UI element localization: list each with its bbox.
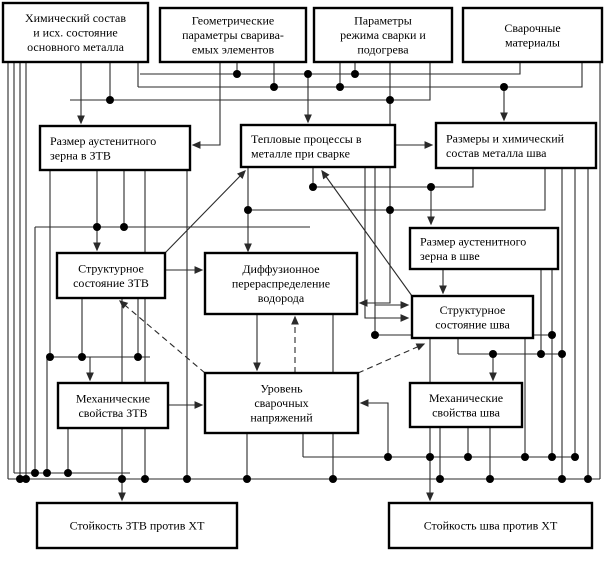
junction-dot: [548, 453, 556, 461]
junction-dot: [336, 83, 344, 91]
junction-dot: [558, 475, 566, 483]
edge-8: [138, 62, 583, 88]
junction-dot: [43, 469, 51, 477]
arrow-edge-68: [164, 170, 246, 254]
arrow-edge-12: [191, 62, 221, 149]
junction-dot: [106, 96, 114, 104]
junction-dot: [329, 475, 337, 483]
junction-dot: [16, 475, 24, 483]
junction-dot: [426, 453, 434, 461]
junction-dot: [537, 350, 545, 358]
junction-dot: [571, 453, 579, 461]
junction-dot: [489, 350, 497, 358]
arrow-edge-69: [321, 169, 413, 297]
edge-11: [70, 62, 431, 101]
node-label-weld-resistance-ct: Стойкость шва против ХТ: [424, 519, 558, 533]
junction-dot: [93, 223, 101, 231]
junction-dot: [244, 206, 252, 214]
junction-dot: [548, 331, 556, 339]
junction-layer: [16, 70, 592, 483]
junction-dot: [22, 475, 30, 483]
junction-dot: [309, 183, 317, 191]
junction-dot: [46, 353, 54, 361]
junction-dot: [243, 475, 251, 483]
junction-dot: [120, 223, 128, 231]
junction-dot: [118, 475, 126, 483]
junction-dot: [31, 469, 39, 477]
junction-dot: [500, 83, 508, 91]
junction-dot: [351, 70, 359, 78]
edge-19: [248, 168, 546, 211]
junction-dot: [78, 353, 86, 361]
junction-dot: [304, 70, 312, 78]
node-label-haz-resistance-ct: Стойкость ЗТВ против ХТ: [70, 519, 206, 533]
arrow-edge-41: [359, 399, 389, 457]
junction-dot: [486, 475, 494, 483]
junction-dot: [386, 96, 394, 104]
node-weld-resistance-ct: Стойкость шва против ХТ: [387, 501, 594, 550]
junction-dot: [584, 475, 592, 483]
junction-dot: [64, 469, 72, 477]
junction-dot: [464, 453, 472, 461]
junction-dot: [436, 475, 444, 483]
edge-17: [313, 168, 474, 188]
junction-dot: [427, 183, 435, 191]
junction-dot: [141, 475, 149, 483]
junction-dot: [386, 206, 394, 214]
dashed-arrow-edge-70: [118, 300, 206, 374]
edge-3: [140, 62, 521, 75]
junction-dot: [270, 83, 278, 91]
junction-dot: [384, 453, 392, 461]
node-haz-resistance-ct: Стойкость ЗТВ против ХТ: [35, 501, 239, 550]
junction-dot: [371, 331, 379, 339]
wire-layer: [7, 62, 601, 502]
junction-dot: [233, 70, 241, 78]
junction-dot: [521, 453, 529, 461]
junction-dot: [134, 353, 142, 361]
arrow-edge-65: [364, 167, 410, 322]
dashed-arrow-edge-72: [357, 343, 426, 374]
junction-dot: [558, 350, 566, 358]
junction-dot: [183, 475, 191, 483]
